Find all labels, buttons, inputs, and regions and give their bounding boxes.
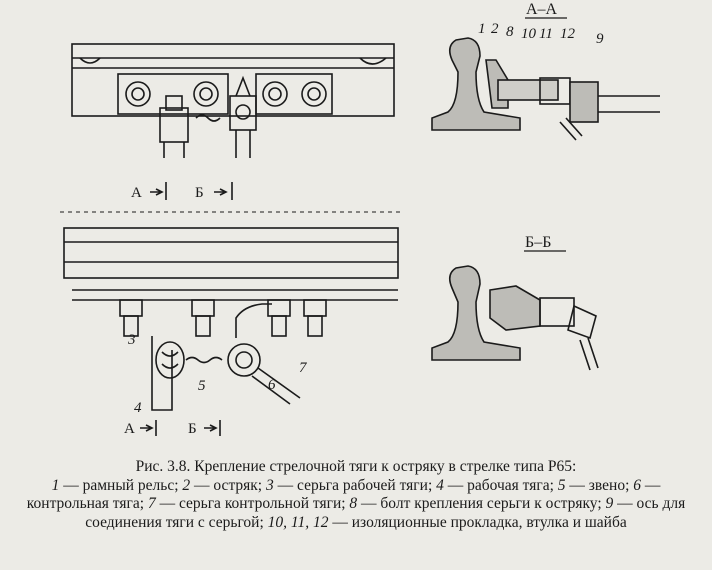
callout-4: 4	[134, 400, 142, 416]
marker-a-top: А	[131, 185, 142, 201]
item-num: 10, 11, 12	[267, 513, 329, 531]
callout-1: 1	[478, 21, 486, 37]
item-num: 1	[51, 476, 60, 494]
item-text: — звено;	[565, 476, 634, 494]
section-bb-drawing	[431, 265, 599, 371]
item-num: 8	[349, 495, 358, 513]
callout-3: 3	[127, 332, 136, 348]
bottom-plan-view	[63, 227, 399, 411]
item-text: — остряк;	[190, 476, 266, 494]
callout-10: 10	[521, 26, 537, 42]
callout-7: 7	[299, 360, 308, 376]
marker-b-top: Б	[195, 185, 204, 201]
section-aa-drawing	[431, 37, 660, 141]
callout-9: 9	[596, 31, 604, 47]
section-label-bb: Б–Б	[525, 234, 551, 251]
item-text: — рамный рельс;	[59, 476, 183, 494]
caption-title: Рис. 3.8. Крепление стрелочной тяги к ос…	[135, 458, 577, 475]
item-num: 3	[266, 476, 274, 494]
item-num: 9	[605, 495, 614, 513]
figure-drawing: А–А Б–Б А Б А Б 1 2 8 10 11 12 9 3 4 5 6…	[60, 1, 660, 437]
callout-8: 8	[506, 24, 514, 40]
figure-caption: Рис. 3.8. Крепление стрелочной тяги к ос…	[18, 458, 694, 532]
callout-5: 5	[198, 378, 206, 394]
item-num: 2	[182, 476, 191, 494]
top-plan-view	[71, 43, 395, 158]
callout-12: 12	[560, 26, 576, 42]
marker-a-bottom: А	[124, 421, 135, 437]
callout-6: 6	[268, 377, 276, 393]
section-markers-bottom	[140, 420, 221, 436]
marker-b-bottom: Б	[188, 421, 197, 437]
item-text: — рабочая тяга;	[443, 476, 558, 494]
item-text: — серьга рабочей тяги;	[273, 476, 437, 494]
callout-2: 2	[491, 21, 499, 37]
section-label-aa: А–А	[526, 1, 558, 18]
section-markers-top	[60, 182, 400, 213]
item-text: — ось для соединения тяги с серьгой;	[85, 495, 686, 531]
item-num: 4	[436, 476, 444, 494]
item-text: — серьга контрольной тяги;	[155, 495, 350, 513]
item-text: — изоляционные прокладка, втулка и шайба	[328, 513, 627, 531]
item-num: 7	[147, 495, 156, 513]
callout-11: 11	[539, 26, 553, 42]
item-text: — контрольная тяга;	[26, 476, 661, 513]
item-num: 5	[557, 476, 566, 494]
caption-items: 1 — рамный рельс; 2 — остряк; 3 — серьга…	[27, 477, 685, 531]
item-num: 6	[633, 476, 642, 494]
item-text: — болт крепления серьги к остряку;	[357, 495, 606, 513]
